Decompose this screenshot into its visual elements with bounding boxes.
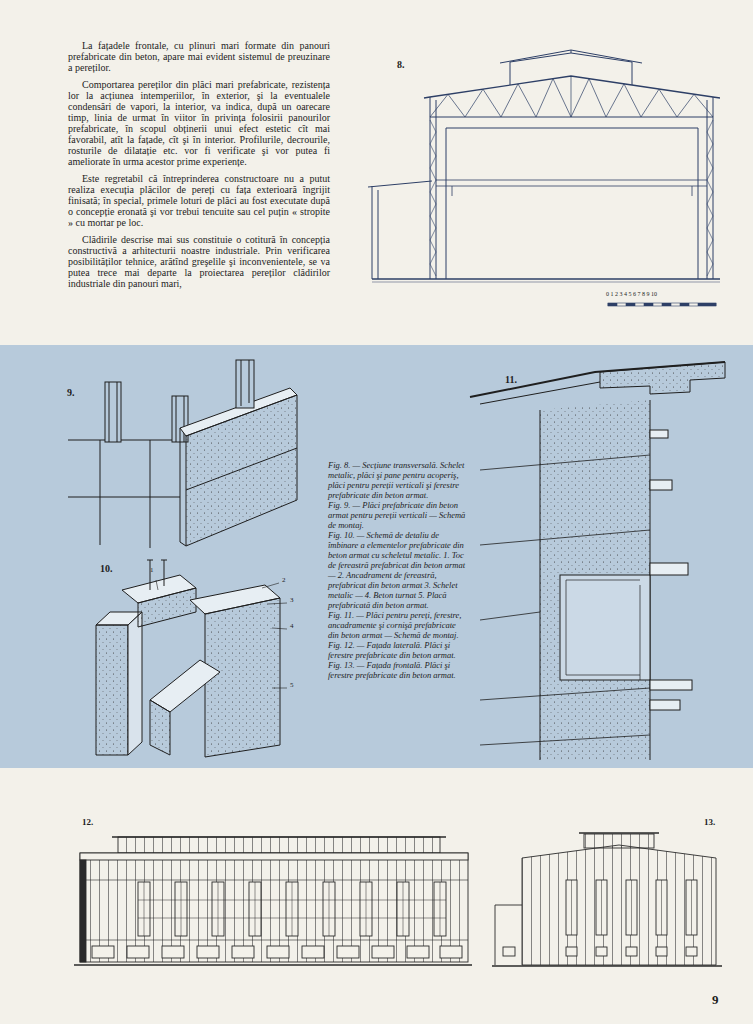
figure-caption: Fig. 13. — Fațada frontală. Plăci şi fer… [328,660,468,680]
figure-number: 11. [505,375,517,385]
body-paragraph: Comportarea pereților din plăci mari pre… [68,79,330,167]
text-column: La fațadele frontale, cu plinuri mari fo… [68,40,330,295]
callout-number: 5 [290,682,294,689]
body-paragraph: Este regretabil că întreprinderea constr… [68,173,330,228]
body-paragraph: Clădirile descrise mai sus constituie o … [68,234,330,289]
callout-number: 2 [282,577,286,584]
figure-number: 10. [100,564,113,574]
figure-band: 9. 10. 11. 1 2 3 4 5 Fig. 8. — Secțiune transver… [0,345,753,768]
body-paragraph: La fațadele frontale, cu plinuri mari fo… [68,40,330,73]
callout-number: 1 [150,567,154,574]
figure-caption: Fig. 9. — Plăci prefabricate din beton a… [328,500,468,530]
callout-number: 3 [290,597,294,604]
figure-caption: Fig. 11. — Plăci pentru pereți, ferestre… [328,610,468,640]
figure-number: 8. [397,60,405,70]
figure-number: 9. [67,388,75,398]
figure-caption: Fig. 8. — Secțiune transversală. Schelet… [328,460,468,500]
callout-number: 4 [290,623,294,630]
scale-numbers: 0 1 2 3 4 5 6 7 8 9 10 [606,291,657,297]
figure-number: 12. [82,818,93,827]
page-number: 9 [712,993,719,1006]
figure-caption: Fig. 12. — Fațada laterală. Plăci şi fer… [328,640,468,660]
figure-number: 13. [704,818,715,827]
figure-caption: Fig. 10. — Schemă de detaliu de îmbinare… [328,530,468,610]
caption-column: Fig. 8. — Secțiune transversală. Schelet… [328,460,468,680]
